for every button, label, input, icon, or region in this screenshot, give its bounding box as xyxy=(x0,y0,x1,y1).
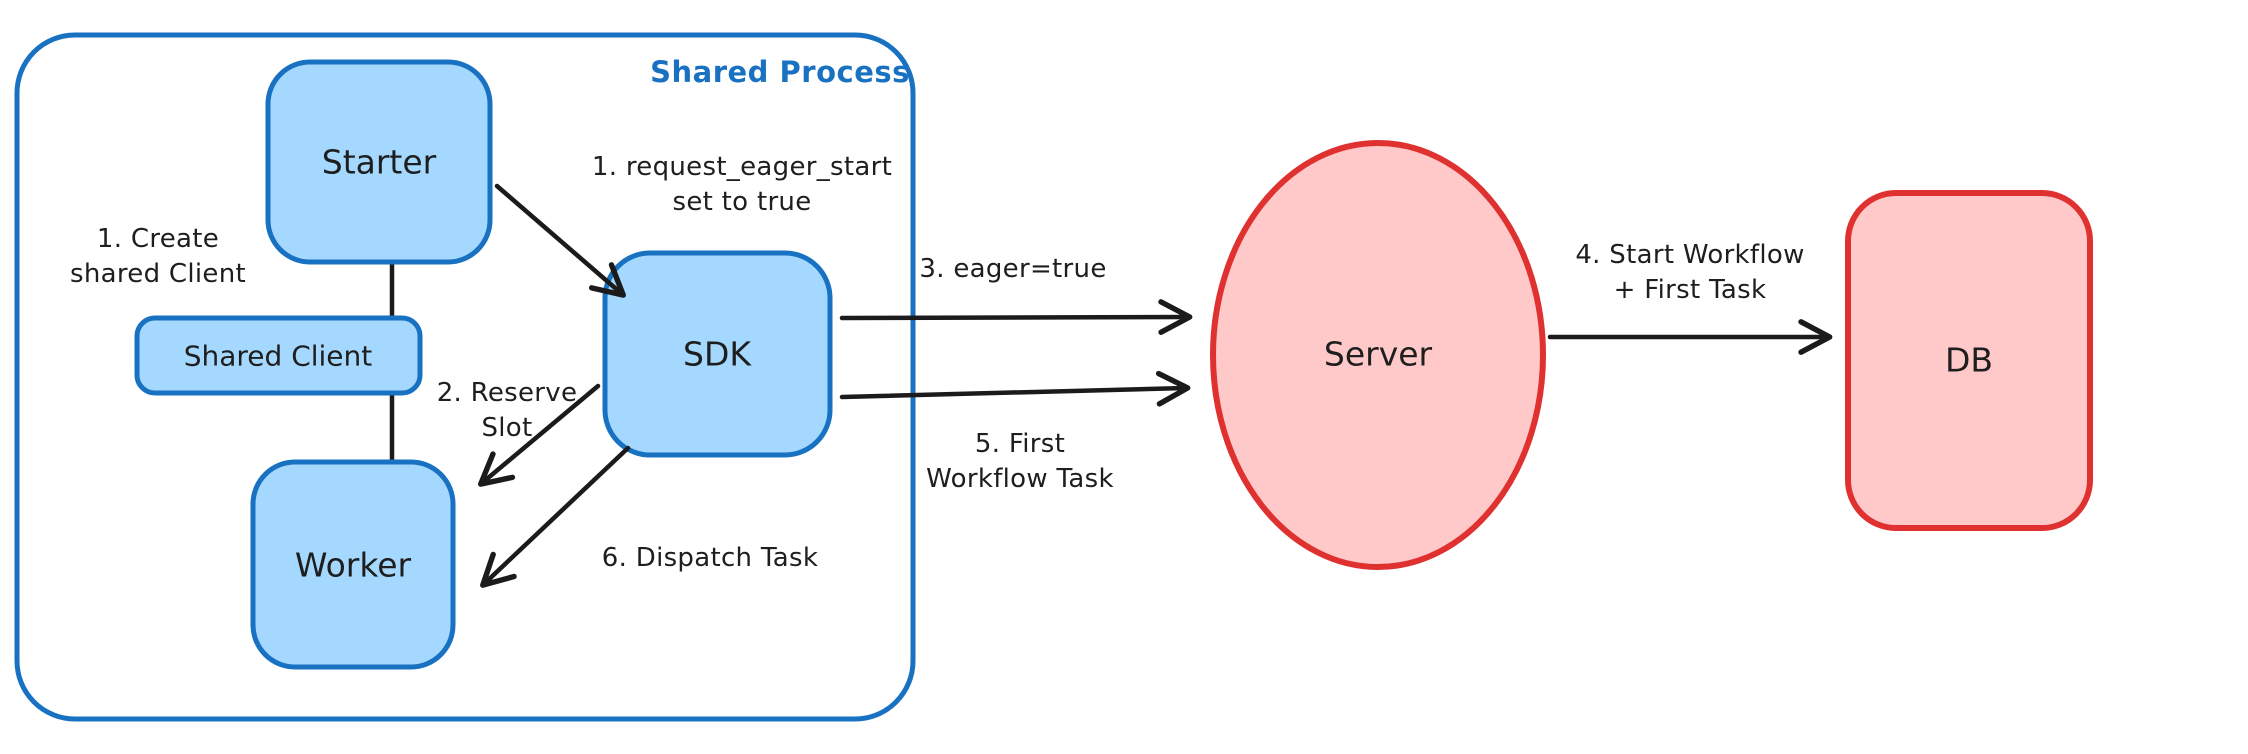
annotation-request-eager-start: 1. request_eager_start set to true xyxy=(592,150,892,220)
starter-node xyxy=(265,59,493,265)
annotation-reserve-slot-line2: Slot xyxy=(481,413,533,444)
annotation-request-eager-start-line1: 1. request_eager_start xyxy=(591,152,893,182)
sdk-label: SDK xyxy=(683,334,751,374)
db-node xyxy=(1845,190,2093,531)
sdk-node xyxy=(602,250,833,458)
annotation-create-shared-client-line1: 1. Create xyxy=(96,224,220,254)
annotation-request-eager-start-line2: set to true xyxy=(672,187,812,218)
shared-process-box xyxy=(14,32,916,722)
server-label: Server xyxy=(1323,334,1433,374)
starter-label: Starter xyxy=(321,142,437,182)
annotation-dispatch-task: 6. Dispatch Task xyxy=(601,543,819,573)
annotation-start-workflow-line1: 4. Start Workflow xyxy=(1575,240,1805,270)
worker-node xyxy=(250,459,456,670)
db-label: DB xyxy=(1944,340,1994,380)
server-node xyxy=(1210,140,1546,570)
annotation-create-shared-client: 1. Create shared Client xyxy=(70,222,246,292)
annotation-first-workflow-task: 5. First Workflow Task xyxy=(926,427,1114,497)
annotation-reserve-slot: 2. Reserve Slot xyxy=(437,376,578,446)
annotation-eager-true: 3. eager=true xyxy=(919,254,1107,284)
shared-client-node xyxy=(134,315,423,396)
annotation-create-shared-client-line2: shared Client xyxy=(69,259,247,290)
annotation-first-workflow-task-line1: 5. First xyxy=(974,429,1066,459)
arrow-starter-to-sdk xyxy=(494,183,626,298)
arrow-sdk-to-worker-dispatch-task xyxy=(480,445,631,588)
shared-process-title: Shared Process xyxy=(650,55,910,89)
shared-client-label: Shared Client xyxy=(183,339,373,373)
annotation-reserve-slot-line1: 2. Reserve xyxy=(436,378,578,408)
arrow-sdk-to-worker-reserve-slot xyxy=(478,383,601,487)
worker-label: Worker xyxy=(294,545,412,585)
arrow-sdk-to-server-first-task xyxy=(839,370,1191,407)
arrow-sdk-to-server-eager xyxy=(839,299,1193,335)
annotation-start-workflow-line2: + First Task xyxy=(1613,275,1767,306)
annotation-first-workflow-task-line2: Workflow Task xyxy=(926,464,1114,495)
annotation-start-workflow-first-task: 4. Start Workflow + First Task xyxy=(1575,238,1804,308)
